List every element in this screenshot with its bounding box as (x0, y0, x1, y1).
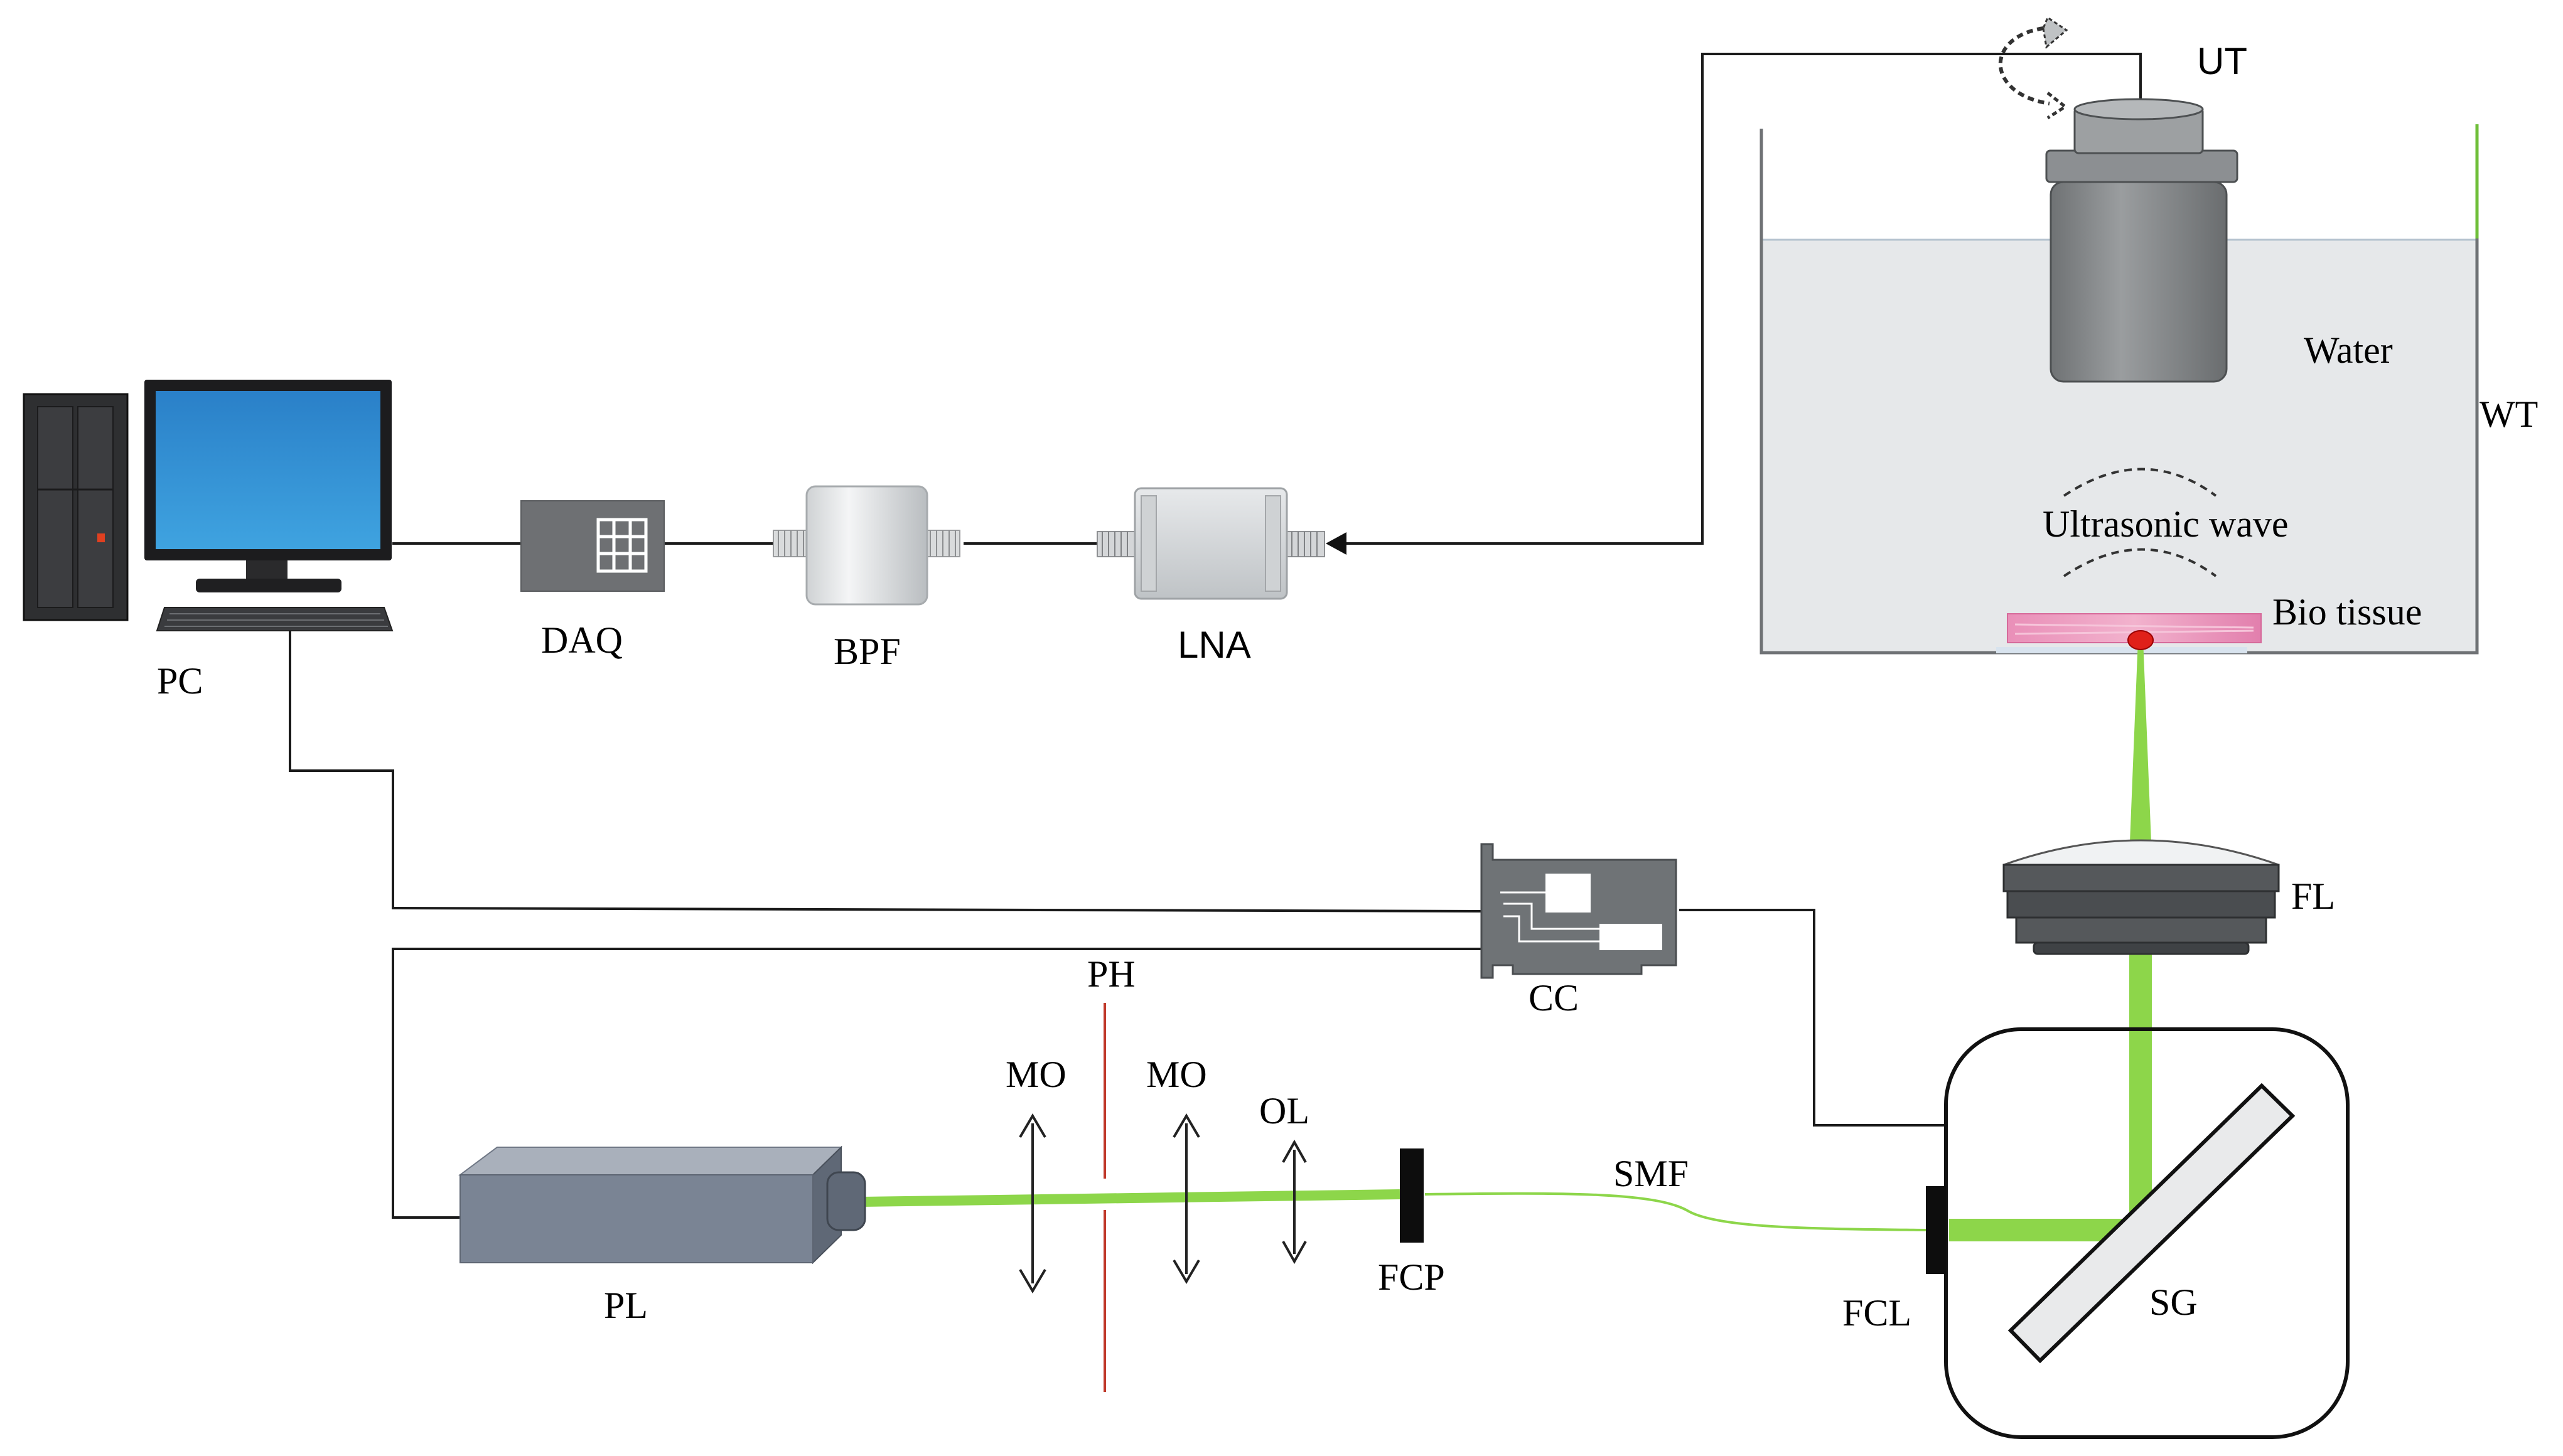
objective-lens: OL (1259, 1090, 1309, 1265)
fcl-block (1926, 1186, 1946, 1274)
signal-wires (289, 53, 2142, 1219)
ultrasonic-wave-label: Ultrasonic wave (2043, 503, 2289, 545)
ut-label: UT (2197, 40, 2247, 82)
fcp-block (1400, 1148, 1424, 1243)
ph-label: PH (1087, 953, 1136, 995)
mo-label-2: MO (1146, 1054, 1207, 1095)
pinhole: PH (1087, 953, 1136, 1392)
water-label: Water (2304, 329, 2393, 371)
arrow-into-lna (1326, 532, 1346, 555)
amplifier-icon (1097, 487, 1325, 600)
microscope-objective-1: MO (1006, 1054, 1067, 1293)
ultrasound-transducer: UT (1998, 16, 2247, 383)
pulsed-laser-icon (458, 1145, 866, 1265)
focal-spot (2127, 630, 2154, 650)
pc-label: PC (157, 660, 203, 702)
wt-label: WT (2480, 393, 2538, 435)
scanning-galvo-mirror-icon (2007, 1083, 2296, 1364)
desktop-computer-icon (23, 380, 394, 631)
bio-tissue-label: Bio tissue (2272, 591, 2422, 633)
microscope-objective-2: MO (1146, 1054, 1207, 1284)
wire-cc-sg (1679, 909, 1946, 1127)
fl-label: FL (2291, 875, 2335, 917)
sg-label: SG (2149, 1282, 2198, 1323)
rotation-arrow-icon (1998, 16, 2068, 120)
bpf-filter: BPF (773, 485, 960, 672)
single-mode-fiber (1424, 1192, 1926, 1231)
bandpass-filter-icon (773, 485, 960, 606)
lna-label: LNA (1178, 624, 1251, 666)
wire-pc-cc (289, 631, 1488, 913)
ultrasonic-wave: Ultrasonic wave (2043, 468, 2289, 577)
pl-label: PL (604, 1285, 648, 1326)
control-card-icon (1480, 843, 1677, 979)
daq-label: DAQ (541, 619, 623, 661)
free-space-beam (861, 1189, 1400, 1207)
ultrasound-transducer-icon (2045, 98, 2238, 383)
wire-cc-pl (392, 948, 1488, 1219)
wire-ut-lna (1330, 53, 2142, 545)
fcp-label: FCP (1378, 1256, 1445, 1298)
daq-module-icon (520, 500, 665, 592)
control-card: CC (1480, 843, 1677, 1019)
lna-amplifier: LNA (1097, 487, 1325, 666)
cc-label: CC (1529, 977, 1579, 1019)
focused-beam (2130, 639, 2151, 842)
smf-label: SMF (1613, 1153, 1689, 1194)
focusing-lens-icon (2002, 839, 2280, 955)
mo-label-1: MO (1006, 1054, 1067, 1095)
bpf-label: BPF (834, 631, 901, 672)
focusing-lens: FL (2002, 839, 2335, 955)
fiber-coupler: FCP (1378, 1148, 1445, 1298)
pc-computer: PC (23, 380, 394, 702)
fcl-label: FCL (1842, 1292, 1911, 1334)
fiber-collimator: FCL (1842, 1186, 1946, 1334)
pulsed-laser: PL (458, 1145, 866, 1326)
laser-beam-path (861, 639, 2152, 1241)
ol-label: OL (1259, 1090, 1309, 1132)
daq-device: DAQ (520, 500, 665, 661)
